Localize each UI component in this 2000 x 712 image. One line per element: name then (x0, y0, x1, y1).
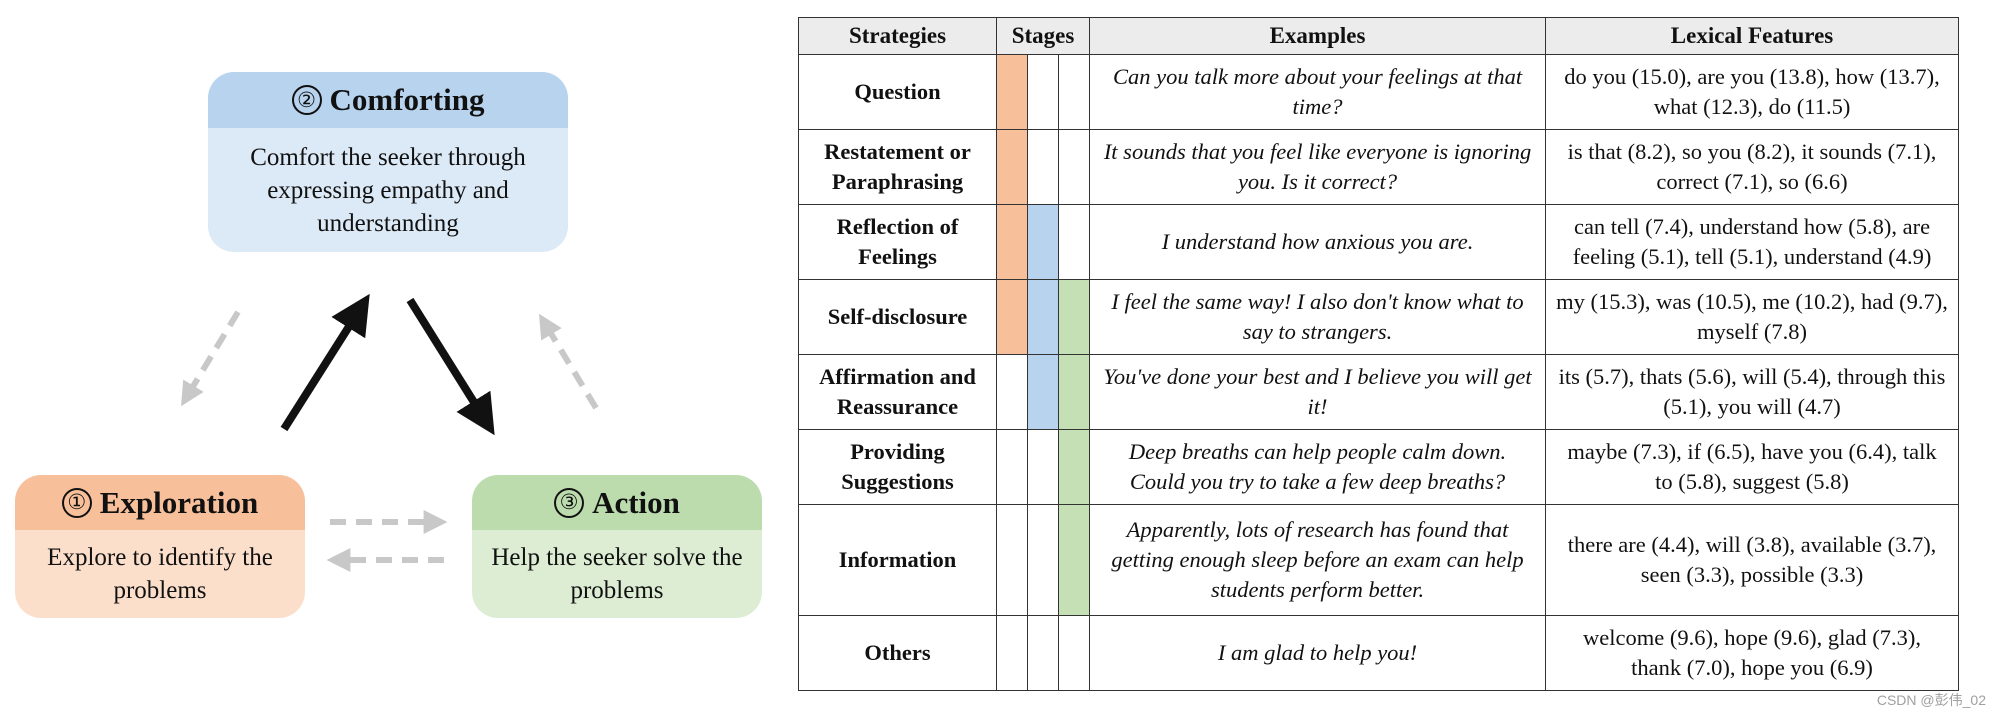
table-header-row: Strategies Stages Examples Lexical Featu… (798, 17, 1960, 55)
stage-1-indicator (996, 504, 1028, 616)
lexical-features: is that (8.2), so you (8.2), it sounds (… (1545, 129, 1960, 205)
stage-number-1: ① (61, 487, 92, 518)
header-stages: Stages (995, 17, 1091, 55)
lexical-features: there are (4.4), will (3.8), available (… (1545, 504, 1960, 616)
table-row: Providing Suggestions Deep breaths can he… (798, 429, 1960, 505)
stage-card-exploration: ① Exploration Explore to identify the pr… (15, 475, 305, 618)
stage-title-comforting: Comforting (329, 82, 485, 117)
example-text: I feel the same way! I also don't know w… (1089, 279, 1547, 355)
stage-1-indicator (996, 279, 1028, 355)
lexical-features: maybe (7.3), if (6.5), have you (6.4), t… (1545, 429, 1960, 505)
header-lexical-features: Lexical Features (1545, 17, 1960, 55)
stage-3-indicator (1057, 354, 1091, 430)
header-examples: Examples (1089, 17, 1547, 55)
diagram-arrows (181, 293, 599, 572)
stage-1-indicator (996, 54, 1028, 130)
strategy-name: Question (798, 54, 997, 130)
strategy-name: Affirmation and Reassurance (798, 354, 997, 430)
stage-card-action: ③ Action Help the seeker solve the probl… (472, 475, 762, 618)
stage-number-3: ③ (554, 487, 585, 518)
table-row: Affirmation and Reassurance You've done y… (798, 354, 1960, 430)
example-text: Deep breaths can help people calm down. … (1089, 429, 1547, 505)
example-text: I am glad to help you! (1089, 615, 1547, 691)
stage-description-exploration: Explore to identify the problems (15, 530, 305, 618)
lexical-features: can tell (7.4), understand how (5.8), ar… (1545, 204, 1960, 280)
stage-2-indicator (1027, 504, 1059, 616)
stage-2-indicator (1027, 429, 1059, 505)
stage-3-indicator (1057, 615, 1091, 691)
stage-3-indicator (1057, 504, 1091, 616)
stage-header-comforting: ② Comforting (208, 72, 568, 128)
example-text: I understand how anxious you are. (1089, 204, 1547, 280)
strategy-name: Providing Suggestions (798, 429, 997, 505)
arrow-action-to-comforting (539, 313, 599, 410)
stage-2-indicator (1027, 54, 1059, 130)
stage-description-comforting: Comfort the seeker through expressing em… (208, 128, 568, 252)
table-row: Self-disclosure I feel the same way! I al… (798, 279, 1960, 355)
stage-3-indicator (1057, 204, 1091, 280)
table-body: Question Can you talk more about your fee… (798, 54, 1960, 691)
stage-1-indicator (996, 615, 1028, 691)
stage-3-indicator (1057, 429, 1091, 505)
stage-1-indicator (996, 354, 1028, 430)
table-row: Reflection of Feelings I understand how a… (798, 204, 1960, 280)
stage-card-comforting: ② Comforting Comfort the seeker through … (208, 72, 568, 252)
strategy-name: Information (798, 504, 997, 616)
stage-2-indicator (1027, 279, 1059, 355)
table-row: Information Apparently, lots of research … (798, 504, 1960, 616)
table-row: Others I am glad to help you!welcome (9.6… (798, 615, 1960, 691)
strategy-name: Reflection of Feelings (798, 204, 997, 280)
stage-2-indicator (1027, 354, 1059, 430)
arrow-comforting-to-exploration (181, 310, 241, 407)
watermark: CSDN @彭伟_02 (1876, 692, 1986, 708)
header-strategies: Strategies (798, 17, 997, 55)
stage-1-indicator (996, 129, 1028, 205)
strategy-name: Self-disclosure (798, 279, 997, 355)
arrow-exploration-to-comforting (280, 293, 370, 432)
arrow-comforting-to-action (406, 297, 495, 436)
stage-2-indicator (1027, 615, 1059, 691)
stage-1-indicator (996, 204, 1028, 280)
stage-header-action: ③ Action (472, 475, 762, 530)
strategy-name: Restatement or Paraphrasing (798, 129, 997, 205)
stage-description-action: Help the seeker solve the problems (472, 530, 762, 618)
strategy-table: Strategies Stages Examples Lexical Featu… (798, 17, 1960, 691)
table-row: Restatement or Paraphrasing It sounds tha… (798, 129, 1960, 205)
example-text: Can you talk more about your feelings at… (1089, 54, 1547, 130)
lexical-features: welcome (9.6), hope (9.6), glad (7.3), t… (1545, 615, 1960, 691)
lexical-features: my (15.3), was (10.5), me (10.2), had (9… (1545, 279, 1960, 355)
stage-number-2: ② (291, 85, 322, 115)
lexical-features: its (5.7), thats (5.6), will (5.4), thro… (1545, 354, 1960, 430)
stage-3-indicator (1057, 279, 1091, 355)
stage-3-indicator (1057, 129, 1091, 205)
example-text: You've done your best and I believe you … (1089, 354, 1547, 430)
stage-1-indicator (996, 429, 1028, 505)
example-text: Apparently, lots of research has found t… (1089, 504, 1547, 616)
table-row: Question Can you talk more about your fee… (798, 54, 1960, 130)
stage-2-indicator (1027, 129, 1059, 205)
stage-2-indicator (1027, 204, 1059, 280)
stage-title-exploration: Exploration (99, 484, 259, 520)
stage-3-indicator (1057, 54, 1091, 130)
stage-title-action: Action (592, 484, 680, 520)
strategy-name: Others (798, 615, 997, 691)
lexical-features: do you (15.0), are you (13.8), how (13.7… (1545, 54, 1960, 130)
example-text: It sounds that you feel like everyone is… (1089, 129, 1547, 205)
stage-header-exploration: ① Exploration (15, 475, 305, 530)
